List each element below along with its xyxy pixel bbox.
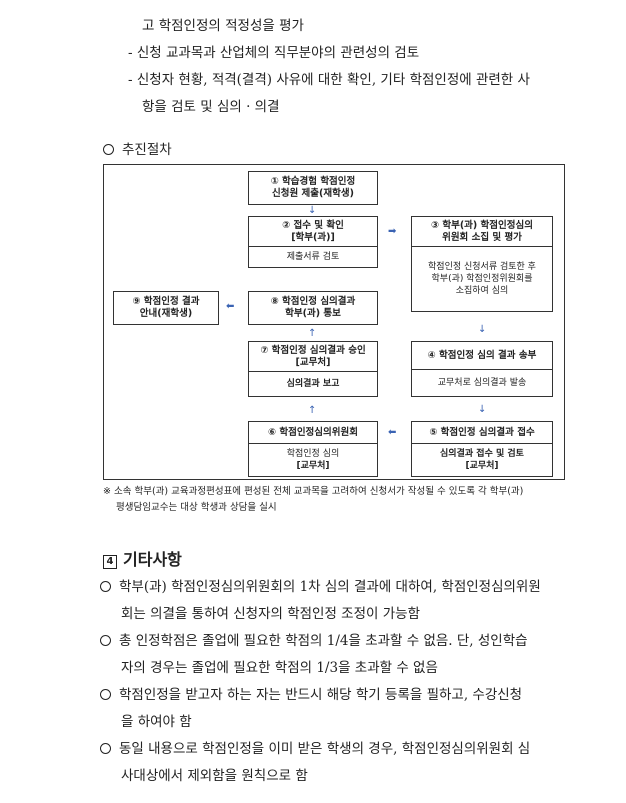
flow-box-7-body-line: 심의결과 보고 bbox=[286, 379, 340, 389]
flow-box-3-body-line: 소집하여 심의 bbox=[455, 286, 509, 296]
flow-box-8: ⑧ 학점인정 심의결과 학부(과) 통보 bbox=[248, 291, 378, 325]
item-4-line-1: 동일 내용으로 학점인정을 이미 받은 학생의 경우, 학점인정심의위원회 심 bbox=[119, 741, 531, 757]
top-line-1: 고 학점인정의 적정성을 평가 bbox=[142, 18, 304, 34]
flow-box-1-title: ① 학습경험 학점인정 신청원 제출(재학생) bbox=[249, 172, 377, 204]
flow-box-1: ① 학습경험 학점인정 신청원 제출(재학생) bbox=[248, 171, 378, 205]
arrow-left-icon: ⬅ bbox=[388, 427, 397, 438]
flow-box-4-title: ④ 학점인정 심의 결과 송부 bbox=[412, 342, 552, 370]
flow-box-5-body-line: [교무처] bbox=[465, 461, 499, 471]
arrow-down-icon: ↓ bbox=[478, 324, 487, 335]
flow-box-1-title-line: 신청원 제출(재학생) bbox=[272, 188, 354, 199]
flow-box-2-title: ② 접수 및 확인 [학부(과)] bbox=[249, 217, 377, 247]
flow-box-1-title-line: ① 학습경험 학점인정 bbox=[270, 176, 356, 187]
flow-box-3-title-line: ③ 학부(과) 학점인정심의 bbox=[430, 219, 533, 231]
flow-box-3-title: ③ 학부(과) 학점인정심의 위원회 소집 및 평가 bbox=[412, 217, 552, 247]
flow-box-9: ⑨ 학점인정 결과 안내(재학생) bbox=[113, 291, 219, 325]
list-item: 학부(과) 학점인정심의위원회의 1차 심의 결과에 대하여, 학점인정심의위원 bbox=[100, 577, 541, 597]
item-2-line-1: 총 인정학점은 졸업에 필요한 학점의 1/4을 초과할 수 없음. 단, 성인… bbox=[119, 633, 528, 649]
flow-box-3-title-line: 위원회 소집 및 평가 bbox=[442, 231, 522, 243]
circle-bullet-icon bbox=[100, 689, 111, 700]
top-line-3: - 신청자 현황, 적격(결격) 사유에 대한 확인, 기타 학점인정에 관련한… bbox=[128, 72, 530, 88]
flow-box-2-title-line: [학부(과)] bbox=[291, 231, 335, 243]
top-line-4: 항을 검토 및 심의 · 의결 bbox=[142, 99, 280, 115]
section-number-badge: 4 bbox=[103, 555, 117, 569]
arrow-down-icon: ↓ bbox=[478, 404, 487, 415]
list-item: 학점인정을 받고자 하는 자는 반드시 해당 학기 등록을 필하고, 수강신청 bbox=[100, 685, 522, 705]
item-3-line-1: 학점인정을 받고자 하는 자는 반드시 해당 학기 등록을 필하고, 수강신청 bbox=[119, 687, 523, 703]
circle-bullet-icon bbox=[100, 743, 111, 754]
item-4-line-2: 사대상에서 제외함을 원칙으로 함 bbox=[121, 768, 308, 784]
item-1-line-1: 학부(과) 학점인정심의위원회의 1차 심의 결과에 대하여, 학점인정심의위원 bbox=[119, 579, 541, 595]
top-line-2: - 신청 교과목과 산업체의 직무분야의 관련성의 검토 bbox=[128, 45, 420, 61]
flow-box-3-body: 학점인정 신청서류 검토한 후 학부(과) 학점인정위원회를 소집하여 심의 bbox=[412, 247, 552, 311]
arrow-right-icon: ➡ bbox=[388, 226, 397, 237]
flow-box-6-body: 학점인정 심의 [교무처] bbox=[249, 444, 377, 476]
flow-box-4: ④ 학점인정 심의 결과 송부 교무처로 심의결과 발송 bbox=[411, 341, 553, 397]
flow-box-2-body: 제출서류 검토 bbox=[249, 247, 377, 267]
section-4-title: 기타사항 bbox=[123, 550, 182, 569]
flow-box-6-title: ⑥ 학점인정심의위원회 bbox=[249, 422, 377, 444]
flow-box-5-body: 심의결과 접수 및 검토 [교무처] bbox=[412, 444, 552, 476]
flow-box-5-body-line: 심의결과 접수 및 검토 bbox=[440, 449, 524, 459]
arrow-down-icon: ↓ bbox=[308, 205, 317, 216]
flow-box-5-title: ⑤ 학점인정 심의결과 접수 bbox=[412, 422, 552, 444]
flow-box-9-title-line: ⑨ 학점인정 결과 bbox=[132, 296, 200, 307]
flow-box-6-title-line: ⑥ 학점인정심의위원회 bbox=[267, 426, 358, 438]
flow-box-8-title-line: ⑧ 학점인정 심의결과 bbox=[270, 296, 356, 307]
flow-box-7-body: 심의결과 보고 bbox=[249, 372, 377, 396]
arrow-up-icon: ↑ bbox=[308, 328, 317, 339]
flow-box-8-title-line: 학부(과) 통보 bbox=[285, 308, 341, 319]
flow-box-6-body-line: [교무처] bbox=[296, 461, 330, 471]
item-1-line-2: 회는 의결을 통하여 신청자의 학점인정 조정이 가능함 bbox=[121, 606, 420, 622]
flow-box-4-body-line: 교무처로 심의결과 발송 bbox=[437, 378, 527, 388]
flow-box-2: ② 접수 및 확인 [학부(과)] 제출서류 검토 bbox=[248, 216, 378, 268]
arrow-left-icon: ⬅ bbox=[226, 301, 235, 312]
flow-box-3-body-line: 학점인정 신청서류 검토한 후 bbox=[428, 262, 536, 272]
procedure-heading-text: 추진절차 bbox=[122, 142, 172, 158]
footnote-line-1: ※ 소속 학부(과) 교육과정편성표에 편성된 전체 교과목을 고려하여 신청서… bbox=[103, 486, 524, 497]
footnote-line-2: 평생담임교수는 대상 학생과 상담을 실시 bbox=[116, 502, 277, 513]
circle-bullet-icon bbox=[100, 635, 111, 646]
flow-box-5-title-line: ⑤ 학점인정 심의결과 접수 bbox=[429, 426, 535, 438]
flow-box-2-title-line: ② 접수 및 확인 bbox=[282, 219, 344, 231]
flow-box-3-body-line: 학부(과) 학점인정위원회를 bbox=[431, 274, 533, 284]
section-4-heading: 4 기타사항 bbox=[103, 550, 182, 570]
list-item: 총 인정학점은 졸업에 필요한 학점의 1/4을 초과할 수 없음. 단, 성인… bbox=[100, 631, 528, 651]
circle-bullet-icon bbox=[100, 581, 111, 592]
flow-box-9-title: ⑨ 학점인정 결과 안내(재학생) bbox=[114, 292, 218, 324]
flow-box-7-title: ⑦ 학점인정 심의결과 승인 [교무처] bbox=[249, 342, 377, 372]
circle-bullet-icon bbox=[103, 144, 114, 155]
flow-box-6: ⑥ 학점인정심의위원회 학점인정 심의 [교무처] bbox=[248, 421, 378, 477]
arrow-up-icon: ↑ bbox=[308, 405, 317, 416]
flow-box-6-body-line: 학점인정 심의 bbox=[286, 449, 340, 459]
flow-box-8-title: ⑧ 학점인정 심의결과 학부(과) 통보 bbox=[249, 292, 377, 324]
flow-box-5: ⑤ 학점인정 심의결과 접수 심의결과 접수 및 검토 [교무처] bbox=[411, 421, 553, 477]
item-2-line-2: 자의 경우는 졸업에 필요한 학점의 1/3을 초과할 수 없음 bbox=[121, 660, 438, 676]
flow-box-9-title-line: 안내(재학생) bbox=[139, 308, 193, 319]
list-item: 동일 내용으로 학점인정을 이미 받은 학생의 경우, 학점인정심의위원회 심 bbox=[100, 739, 530, 759]
flow-box-2-body-line: 제출서류 검토 bbox=[286, 252, 340, 262]
flow-box-4-body: 교무처로 심의결과 발송 bbox=[412, 370, 552, 396]
flow-box-7-title-line: ⑦ 학점인정 심의결과 승인 bbox=[260, 344, 366, 356]
item-3-line-2: 을 하여야 함 bbox=[121, 714, 192, 730]
flow-box-7-title-line: [교무처] bbox=[295, 356, 331, 368]
flow-box-3: ③ 학부(과) 학점인정심의 위원회 소집 및 평가 학점인정 신청서류 검토한… bbox=[411, 216, 553, 312]
procedure-heading: 추진절차 bbox=[103, 140, 172, 160]
flowchart-frame bbox=[103, 164, 565, 480]
flow-box-4-title-line: ④ 학점인정 심의 결과 송부 bbox=[427, 349, 537, 361]
flow-box-7: ⑦ 학점인정 심의결과 승인 [교무처] 심의결과 보고 bbox=[248, 341, 378, 397]
